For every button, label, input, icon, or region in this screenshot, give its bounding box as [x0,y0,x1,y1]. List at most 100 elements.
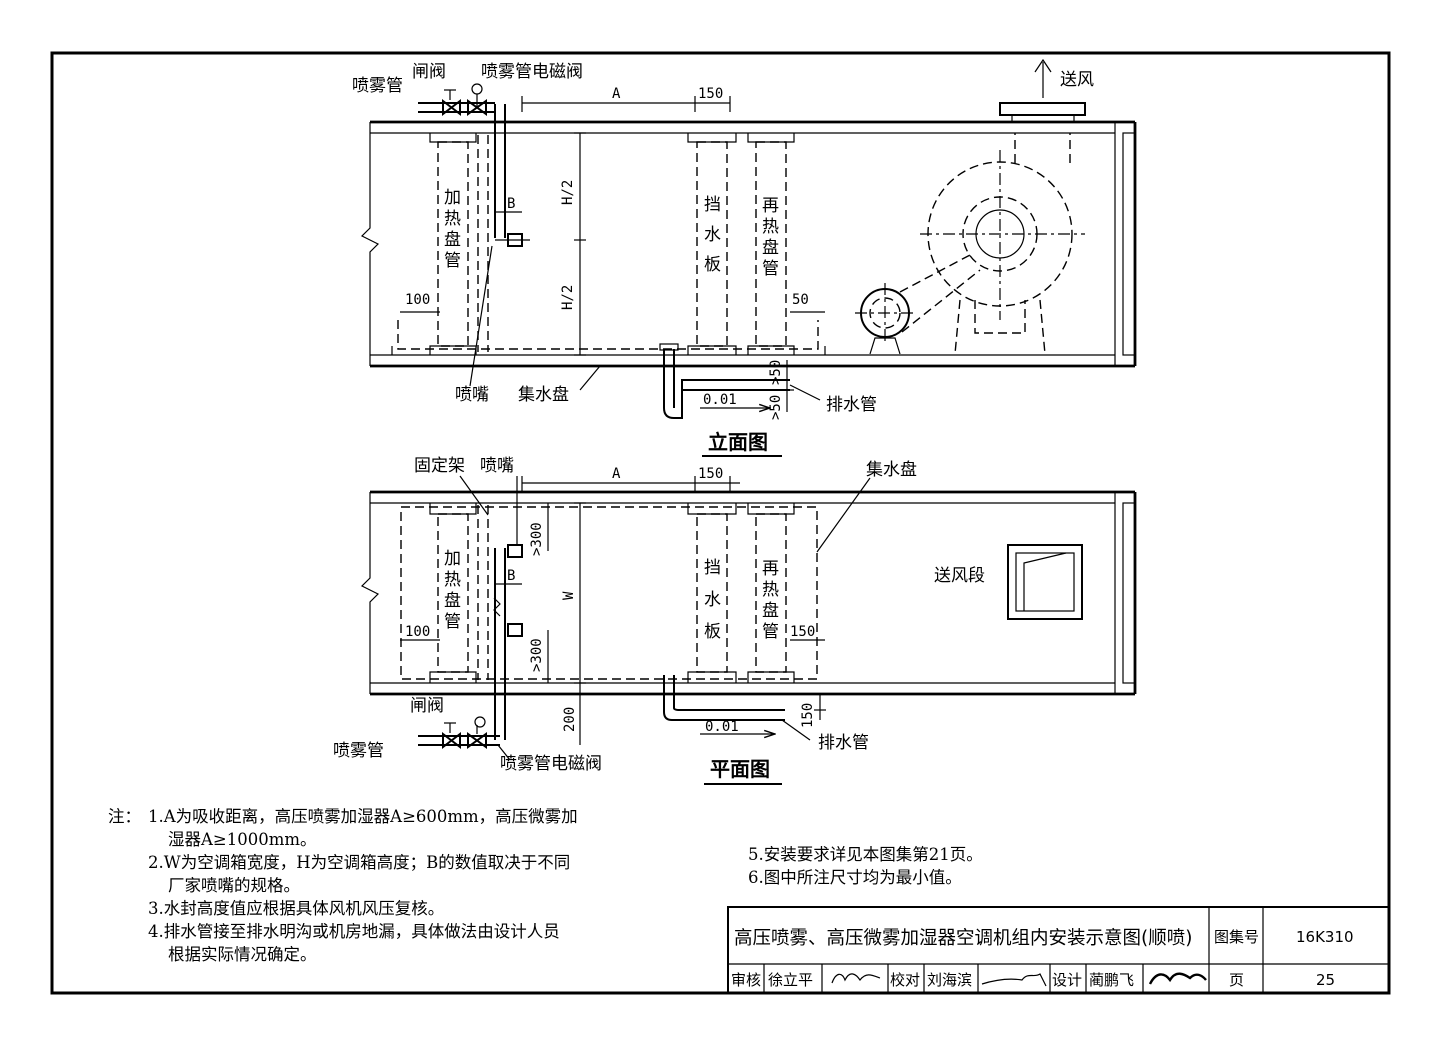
checker-name: 刘海滨 [927,971,972,989]
note-line-7: 根据实际情况确定。 [168,945,317,964]
dim-150-elevation: 150 [698,86,723,102]
dim-ge50-top: >50 [768,360,784,385]
plan-baffle-char-1: 挡 [704,558,721,578]
plan-solenoid-valve [467,732,487,749]
check-label: 校对 [890,971,920,989]
label-nozzle-elevation: 喷嘴 [455,385,489,405]
label-spray-pipe-top: 喷雾管 [352,76,403,96]
reviewer-name: 徐立平 [768,971,813,989]
label-solenoid-valve-plan: 喷雾管电磁阀 [500,754,602,774]
plan-reheat-coil-char-1: 再 [762,559,779,579]
plan-heating-coil-char-4: 管 [444,612,461,632]
designer-name: 蔺鹏飞 [1089,971,1134,989]
note-line-6: 4.排水管接至排水明沟或机房地漏，具体做法由设计人员 [148,922,560,941]
plan-reheat-coil-char-4: 管 [762,622,779,642]
dim-ge300-bottom: >300 [529,638,545,672]
elevation-heating-coil-char-4: 管 [444,251,461,271]
dim-150-plan: 150 [698,466,723,482]
note-line-5: 3.水封高度值应根据具体风机风压复核。 [148,899,444,918]
label-gate-valve-top: 闸阀 [412,62,446,82]
review-label: 审核 [731,971,761,989]
dim-150-drain: 150 [800,703,816,728]
checker-signature [981,973,1047,987]
note-line-3: 2.W为空调箱宽度，H为空调箱高度；B的数值取决于不同 [148,853,570,872]
note-line-4: 厂家喷嘴的规格。 [168,876,300,895]
plan-heating-coil-char-1: 加 [444,549,461,569]
elevation-heating-coil-char-2: 热 [444,209,461,229]
label-solenoid-valve-top: 喷雾管电磁阀 [481,62,583,82]
label-drain-pipe-plan: 排水管 [818,733,869,753]
dim-50-elevation: 50 [792,292,809,308]
plan-drain-pipe [663,675,785,721]
slope-plan: 0.01 [705,719,739,735]
plan-heating-coil-char-2: 热 [444,570,461,590]
plan-gate-valve [442,731,461,750]
plan-reheat-coil-char-2: 热 [762,580,779,600]
note-line-8: 5.安装要求详见本图集第21页。 [748,845,983,864]
dim-b-plan: B [507,568,515,584]
note-line-2: 湿器A≥1000mm。 [168,830,317,849]
notes: 注： 1.A为吸收距离，高压喷雾加湿器A≥600mm，高压微雾加 湿器A≥100… [108,807,983,964]
page-number: 25 [1316,971,1335,989]
plan-baffle-char-3: 板 [704,622,721,642]
reviewer-signature [831,973,881,984]
plan-nozzle-bottom [507,623,523,637]
plan-view [360,475,1137,761]
label-drip-pan-plan: 集水盘 [866,460,917,480]
label-supply-air: 送风 [1060,70,1094,90]
elevation-title: 立面图 [708,430,768,454]
label-fixed-frame: 固定架 [414,456,465,476]
plan-baffle-char-2: 水 [704,590,721,610]
elevation-drip-pan [397,320,819,350]
plan-nozzle-top [507,544,523,558]
design-label: 设计 [1052,971,1082,989]
elevation-reheat-coil-char-2: 热 [762,217,779,237]
plan-heating-coil-char-3: 盘 [444,591,461,611]
elevation-reheat-coil-char-4: 管 [762,259,779,279]
atlas-label: 图集号 [1214,928,1259,946]
dim-100-elevation: 100 [405,292,430,308]
dim-150-plan-right: 150 [790,624,815,640]
atlas-number: 16K310 [1296,928,1354,946]
dim-h2-bottom: H/2 [560,285,576,310]
elevation-baffle-char-2: 水 [704,225,721,245]
plan-supply-window [1007,544,1083,620]
elevation-reheat-coil-char-3: 盘 [762,238,779,258]
page-label: 页 [1229,971,1244,989]
dim-b-elevation: B [507,196,515,212]
elevation-view [360,58,1137,419]
dim-ge300-top: >300 [529,522,545,556]
label-drip-pan-elevation: 集水盘 [518,385,569,405]
elevation-heating-coil-char-1: 加 [444,188,461,208]
elevation-baffle-char-3: 板 [704,255,721,275]
label-spray-pipe-plan: 喷雾管 [333,741,384,761]
designer-signature [1148,972,1207,985]
dim-a-elevation: A [612,86,621,102]
label-gate-valve-plan: 闸阀 [410,696,444,716]
label-drain-pipe-elevation: 排水管 [826,395,877,415]
plan-reheat-coil-char-3: 盘 [762,601,779,621]
label-nozzle-plan: 喷嘴 [480,456,514,476]
slope-elevation: 0.01 [703,392,737,408]
notes-prefix: 注： [108,807,141,826]
dim-w-plan: W [561,591,577,600]
label-supply-section: 送风段 [934,566,985,586]
title-block-title: 高压喷雾、高压微雾加湿器空调机组内安装示意图(顺喷) [734,928,1192,949]
note-line-1: 1.A为吸收距离，高压喷雾加湿器A≥600mm，高压微雾加 [148,807,578,826]
title-block [727,906,1390,994]
note-line-9: 6.图中所注尺寸均为最小值。 [748,868,962,887]
elevation-reheat-coil-char-1: 再 [762,196,779,216]
elevation-drain-pipe [663,349,790,419]
dim-ge50-bottom: >50 [768,395,784,420]
elevation-solenoid-valve [467,99,487,116]
elevation-gate-valve [442,98,461,117]
dim-100-plan: 100 [405,624,430,640]
dim-200-plan: 200 [562,707,578,732]
dim-a-plan: A [612,466,621,482]
dim-h2-top: H/2 [560,180,576,205]
plan-title: 平面图 [710,757,770,781]
sheet-frame [50,51,1391,995]
plan-drip-pan [400,506,818,680]
elevation-baffle-char-1: 挡 [704,195,721,215]
